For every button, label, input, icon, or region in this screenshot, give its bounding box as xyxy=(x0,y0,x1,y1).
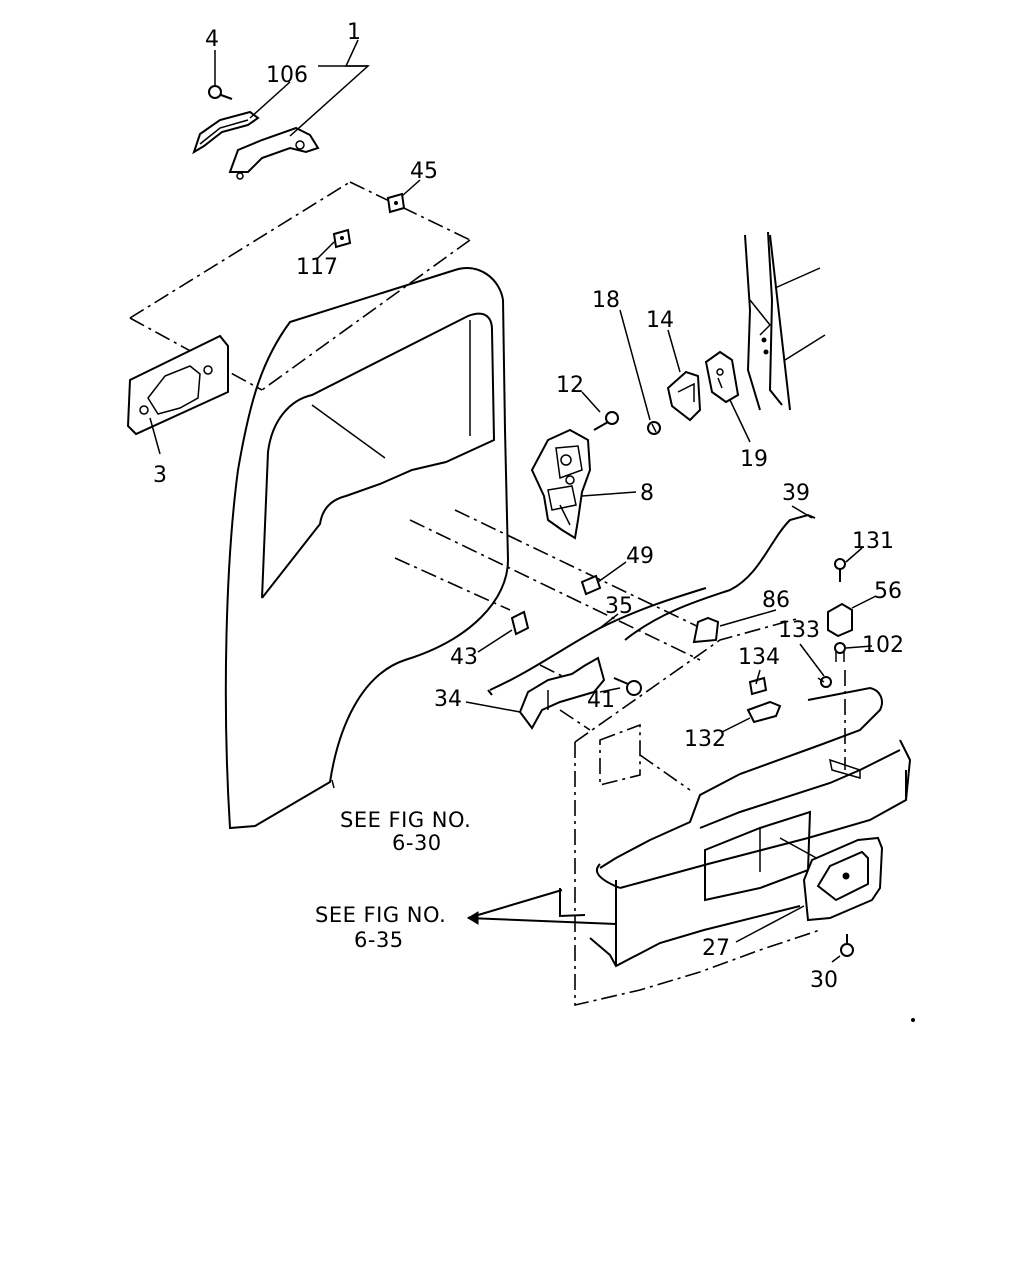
part-number: 19 xyxy=(740,447,768,472)
rod-35 xyxy=(487,587,707,696)
part-number: 133 xyxy=(778,618,820,643)
part-number: 18 xyxy=(592,288,620,313)
part-number: 30 xyxy=(810,968,838,993)
trim-panel xyxy=(559,617,912,1007)
part-number: 134 xyxy=(738,645,780,670)
part-number: 39 xyxy=(782,481,810,506)
rod-39 xyxy=(624,513,816,641)
stray-dot xyxy=(911,1018,915,1022)
projection-lines xyxy=(129,181,846,770)
inside-escutcheon-27 xyxy=(802,836,884,922)
outside-handle xyxy=(228,126,320,180)
part-number: 35 xyxy=(605,594,633,619)
handle-pad xyxy=(192,110,260,155)
part-number: 1 xyxy=(347,20,361,45)
bolt-133 xyxy=(817,676,832,688)
part-number: 43 xyxy=(450,645,478,670)
reference-notes: SEE FIG NO. 6-30 SEE FIG NO. 6-35 xyxy=(315,808,471,952)
part-number: 34 xyxy=(434,687,462,712)
part-number: 14 xyxy=(646,308,674,333)
see-fig-6-30-line2: 6-30 xyxy=(392,831,442,855)
door-lock-8 xyxy=(530,428,592,540)
clip-117 xyxy=(332,228,352,249)
part-number: 86 xyxy=(762,588,790,613)
bolt-41 xyxy=(613,677,642,696)
part-number: 106 xyxy=(266,63,308,88)
inside-handle-34 xyxy=(518,656,606,730)
leader-lines xyxy=(149,39,877,963)
part-number: 117 xyxy=(296,255,338,280)
clip-49 xyxy=(580,574,602,596)
body-pillar xyxy=(744,231,826,411)
clip-102 xyxy=(834,642,846,662)
bracket-132 xyxy=(746,700,782,724)
guard-86 xyxy=(692,616,720,644)
part-number: 12 xyxy=(556,373,584,398)
screw-30 xyxy=(840,934,854,957)
see-fig-6-35-line2: 6-35 xyxy=(354,928,404,952)
escutcheon-3 xyxy=(126,334,229,436)
part-number: 102 xyxy=(862,633,904,658)
striker-14 xyxy=(666,370,702,422)
door-shell xyxy=(224,267,510,830)
part-number: 3 xyxy=(153,463,167,488)
see-fig-6-30-line1: SEE FIG NO. xyxy=(340,808,471,832)
bracket-134 xyxy=(748,676,768,696)
bolt-4 xyxy=(208,85,233,100)
part-labels: 1 4 106 45 117 3 18 14 12 19 8 39 131 49… xyxy=(153,20,904,993)
part-number: 4 xyxy=(205,27,219,52)
bolt-18 xyxy=(647,421,661,435)
part-number: 131 xyxy=(852,529,894,554)
see-fig-6-35-line1: SEE FIG NO. xyxy=(315,903,446,927)
part-number: 8 xyxy=(640,481,654,506)
part-number: 56 xyxy=(874,579,902,604)
bolt-12 xyxy=(593,411,619,431)
part-number: 132 xyxy=(684,727,726,752)
clip-45 xyxy=(386,192,406,214)
screw-131 xyxy=(834,558,846,582)
part-number: 41 xyxy=(587,688,615,713)
part-number: 45 xyxy=(410,159,438,184)
bracket-43 xyxy=(510,610,530,636)
part-number: 27 xyxy=(702,936,730,961)
shim-19 xyxy=(704,350,740,404)
part-number: 49 xyxy=(626,544,654,569)
cap-56 xyxy=(827,602,853,638)
